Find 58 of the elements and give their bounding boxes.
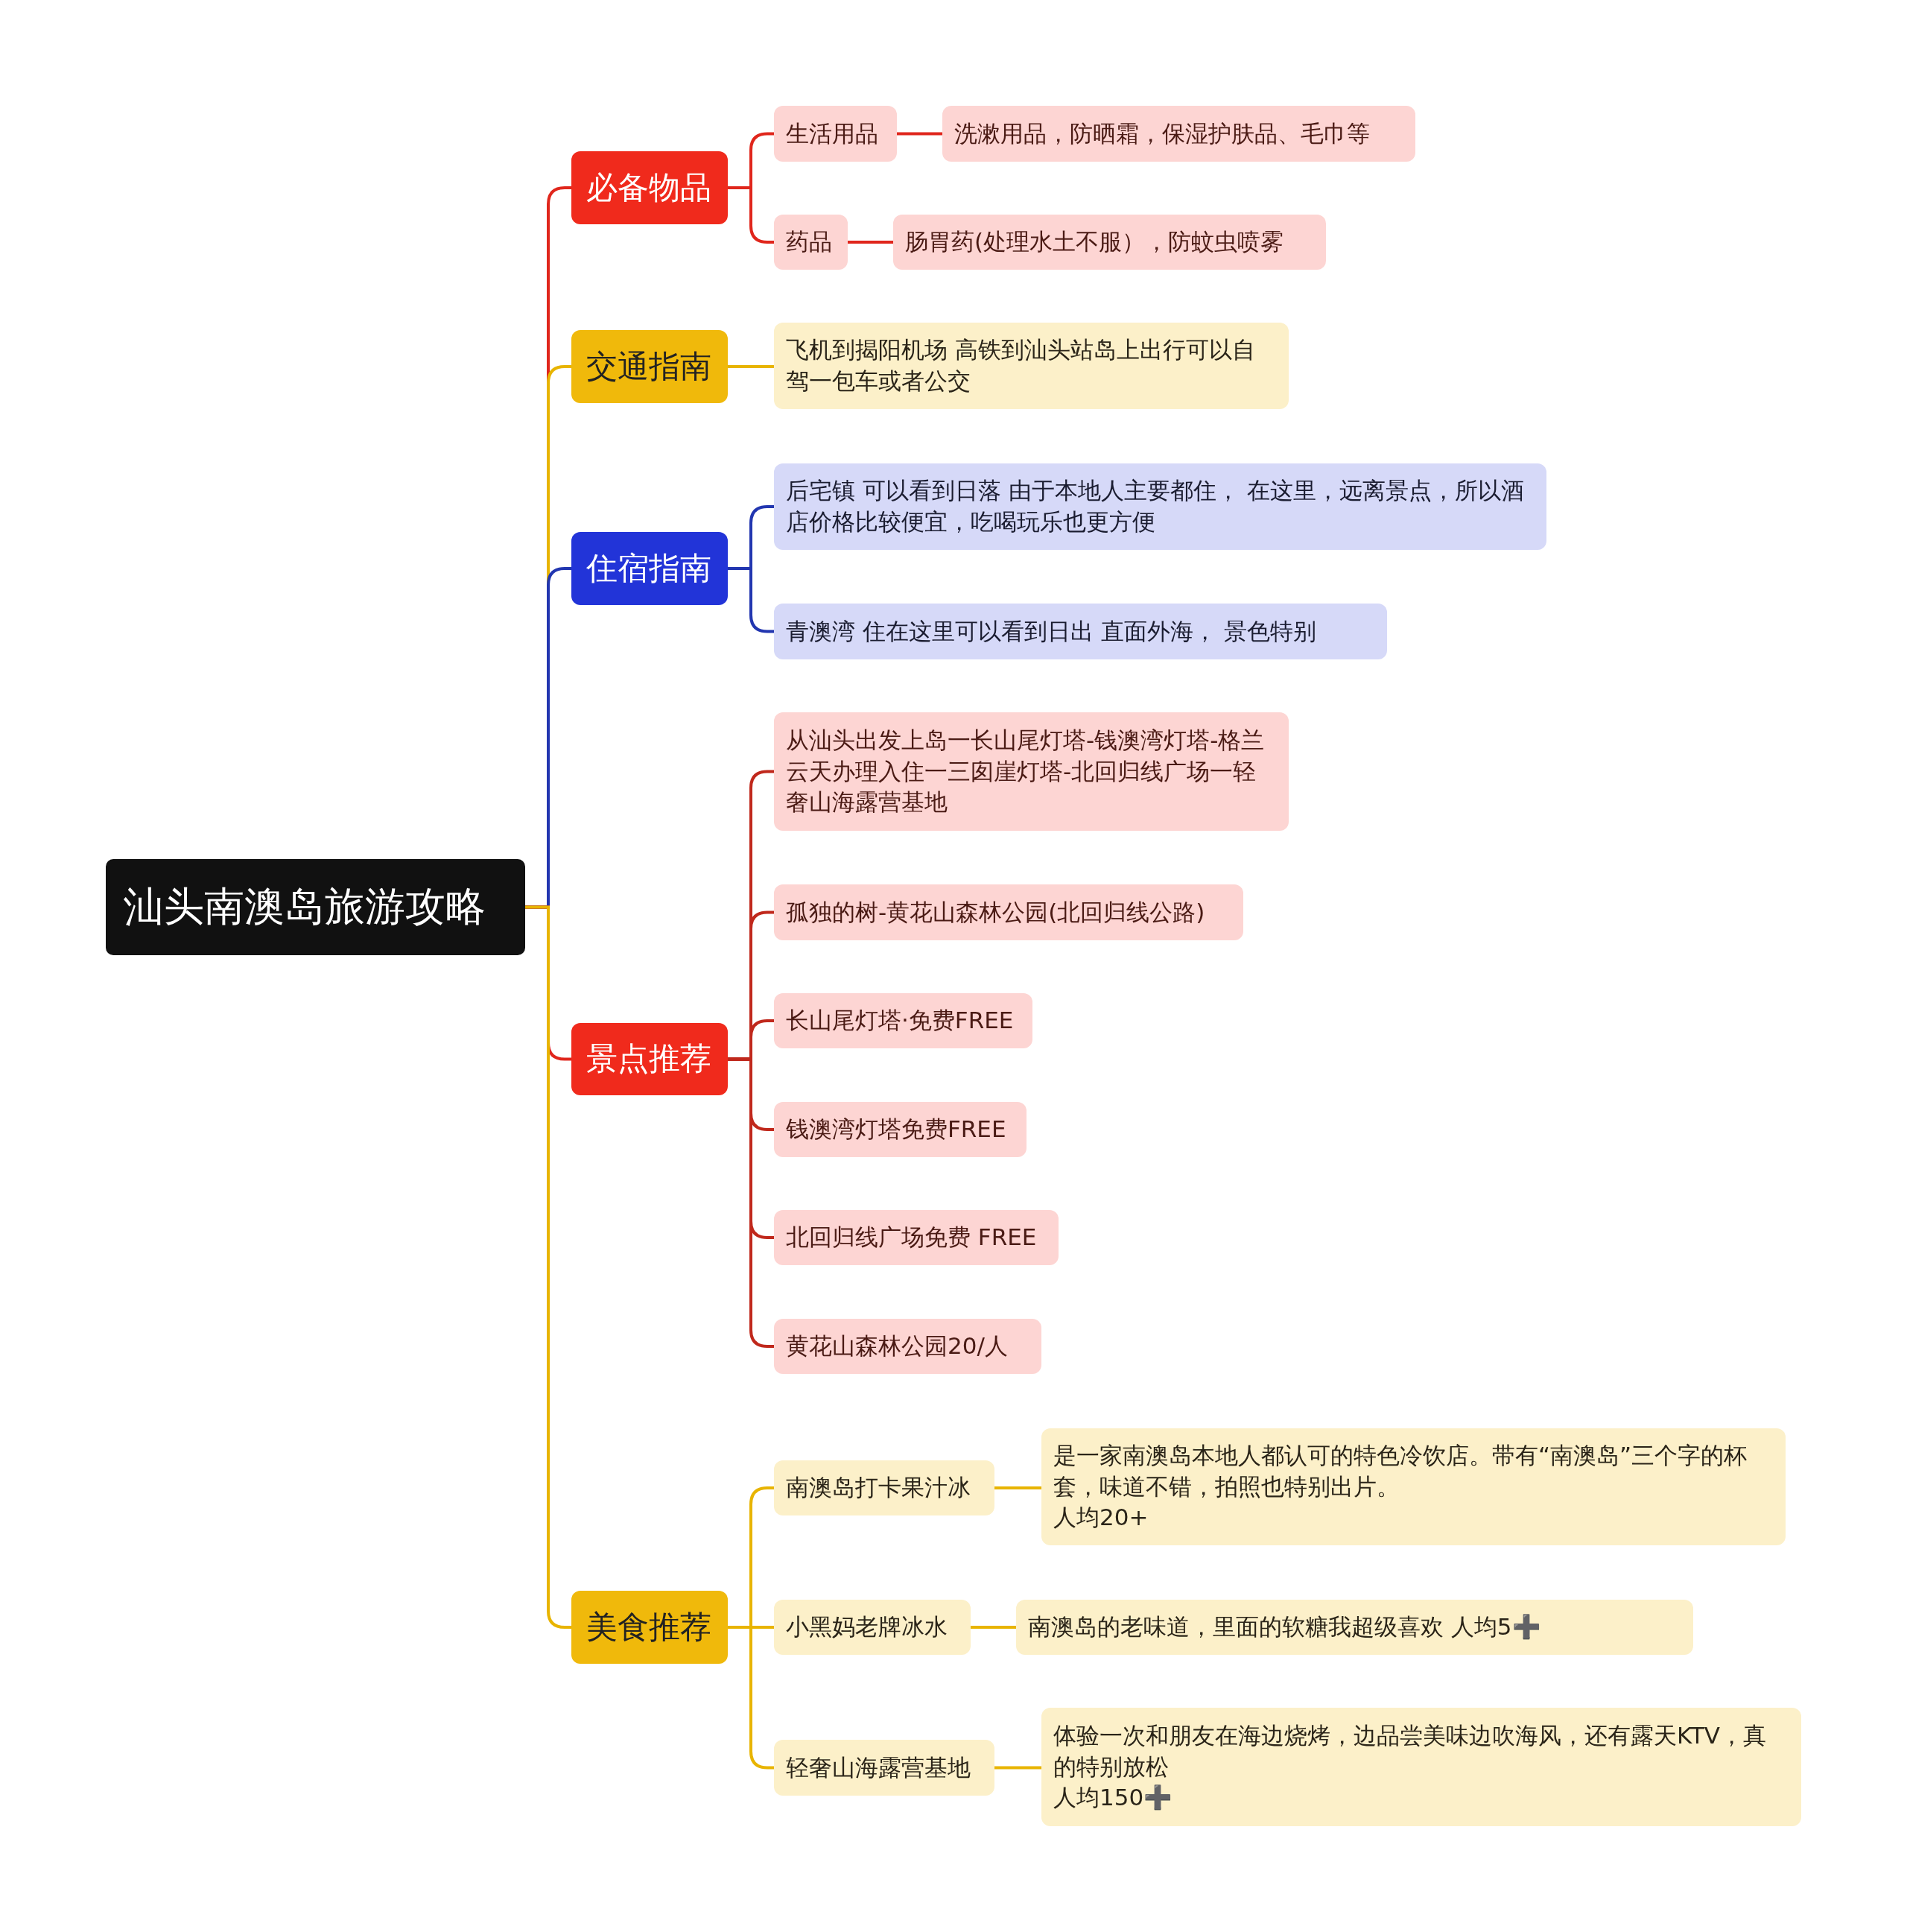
topic-text: 飞机到揭阳机场 高铁到汕头站岛上出行可以自驾一包车或者公交 (786, 335, 1256, 396)
subtopic-box (774, 1319, 1041, 1374)
topic-text: 轻奢山海露营基地 (786, 1752, 971, 1782)
subtopic-box (774, 1210, 1059, 1265)
connector-line (994, 1766, 1041, 1770)
subtopic-box (774, 323, 1289, 409)
main-topic-box (571, 151, 728, 224)
topic-text: 后宅镇 可以看到日落 由于本地人主要都住， 在这里，远离景点，所以酒店价格比较便宜，吃喝玩乐也更方便 (786, 476, 1525, 536)
topic-text: 是一家南澳岛本地人都认可的特色冷饮店。带有“南澳岛”三个字的杯套，味道不错，拍照也特别出片。 (1053, 1440, 1748, 1501)
subtopic-box (774, 884, 1243, 940)
connector-line (994, 1486, 1041, 1489)
subtopic-box (774, 463, 1546, 550)
subtopic-box (774, 1460, 994, 1515)
topic-text: 孤独的树-黄花山森林公园(北回归线公路) (786, 897, 1206, 927)
topic-text: 人均20+ (1053, 1503, 1149, 1533)
topic-text: 南澳岛的老味道，里面的软糖我超级喜欢 人均5➕ (1028, 1612, 1542, 1642)
topic-text: 北回归线广场免费 FREE (786, 1223, 1038, 1252)
subtopic-box (774, 712, 1289, 831)
connector-line (971, 1626, 1016, 1629)
main-topic-box (571, 532, 728, 605)
connector-line (728, 365, 774, 368)
subtopic-box (774, 1600, 971, 1655)
topic-text: 住宿指南 (586, 548, 712, 588)
topic-text: 药品 (786, 227, 833, 257)
subtopic-box (774, 1740, 994, 1796)
topic-text: 从汕头出发上岛一长山尾灯塔-钱澳湾灯塔-格兰云天办理入住一三囱崖灯塔-北回归线广场一轻奢山海露营基地 (786, 725, 1266, 817)
subtopic-box (1041, 1708, 1801, 1826)
subtopic-box (774, 215, 848, 270)
main-topic-box (571, 1591, 728, 1664)
subtopic-box (1016, 1600, 1693, 1655)
subtopic-box (893, 215, 1326, 270)
topic-text: 美食推荐 (586, 1607, 712, 1647)
topic-text: 小黑妈老牌冰水 (786, 1612, 948, 1642)
connector-line (897, 132, 942, 136)
subtopic-box (1041, 1428, 1786, 1545)
subtopic-box (774, 993, 1032, 1048)
topic-text: 洗漱用品，防晒霜，保湿护肤品、毛巾等 (954, 118, 1371, 148)
topic-text: 南澳岛打卡果汁冰 (786, 1473, 971, 1503)
subtopic-box (774, 1102, 1027, 1157)
topic-text: 必备物品 (586, 168, 712, 207)
topic-text: 生活用品 (786, 118, 879, 148)
root-topic-box (106, 859, 525, 955)
topic-text: 钱澳湾灯塔免费FREE (786, 1115, 1007, 1144)
topic-text: 长山尾灯塔·免费FREE (786, 1006, 1015, 1036)
topic-text: 青澳湾 住在这里可以看到日出 直面外海， 景色特别 (786, 616, 1317, 646)
topic-text: 体验一次和朋友在海边烧烤，边品尝美味边吹海风，还有露天KTV，真的特别放松 (1053, 1720, 1768, 1781)
connector-line (848, 241, 893, 244)
root-topic-text: 汕头南澳岛旅游攻略 (124, 882, 486, 932)
subtopic-box (774, 106, 897, 162)
topic-text: 交通指南 (586, 346, 712, 386)
topic-text: 人均150➕ (1053, 1783, 1174, 1813)
topic-text: 肠胃药(处理水土不服），防蚊虫喷雾 (905, 227, 1285, 257)
main-topic-box (571, 330, 728, 403)
topic-text: 景点推荐 (586, 1039, 712, 1079)
main-topic-box (571, 1023, 728, 1095)
topic-text: 黄花山森林公园20/人 (786, 1331, 1009, 1361)
subtopic-box (942, 106, 1415, 162)
subtopic-box (774, 604, 1387, 659)
